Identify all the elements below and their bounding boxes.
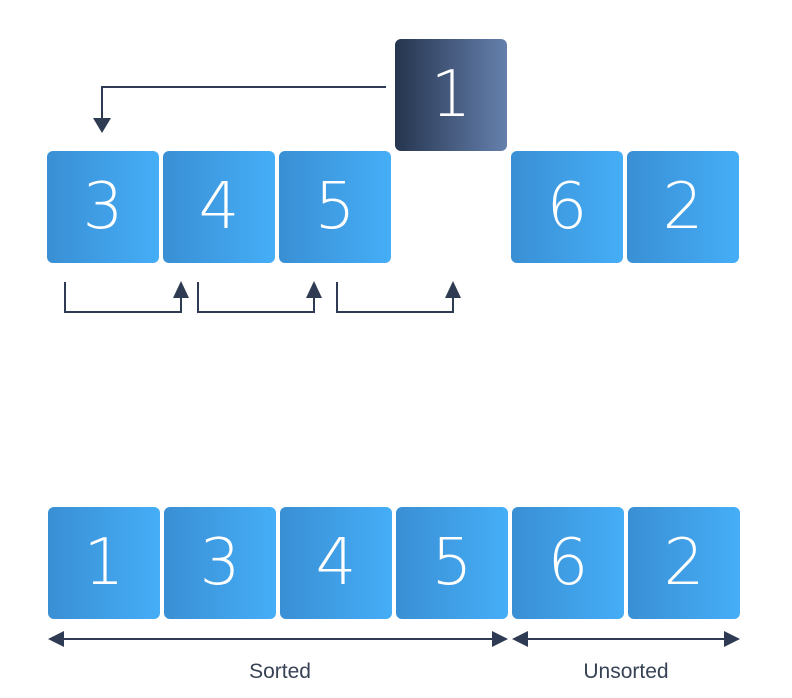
- shift-arrow-2: [197, 282, 315, 313]
- top-box-2: 4: [163, 151, 275, 263]
- bottom-box-1: 1: [48, 507, 160, 619]
- top-box-5: 2: [627, 151, 739, 263]
- bottom-box-2: 3: [164, 507, 276, 619]
- bottom-box-4: 5: [396, 507, 508, 619]
- sorted-label: Sorted: [249, 660, 311, 683]
- insert-arrowhead: [93, 118, 111, 133]
- shift-arrow-3: [336, 282, 454, 313]
- bottom-box-5: 6: [512, 507, 624, 619]
- shift-arrowhead-1: [173, 281, 189, 298]
- unsorted-arrowhead-left: [512, 631, 528, 647]
- shift-arrowhead-3: [445, 281, 461, 298]
- shift-arrowhead-2: [306, 281, 322, 298]
- bottom-box-3: 4: [280, 507, 392, 619]
- top-box-4: 6: [511, 151, 623, 263]
- bottom-box-6: 2: [628, 507, 740, 619]
- sorted-arrowhead-right: [492, 631, 508, 647]
- shift-arrow-1: [64, 282, 182, 313]
- key-box: 1: [395, 39, 507, 151]
- unsorted-label: Unsorted: [583, 660, 669, 683]
- sorted-arrowhead-left: [48, 631, 64, 647]
- insert-arrow: [101, 86, 386, 120]
- unsorted-arrowhead-right: [724, 631, 740, 647]
- top-box-3: 5: [279, 151, 391, 263]
- top-box-1: 3: [47, 151, 159, 263]
